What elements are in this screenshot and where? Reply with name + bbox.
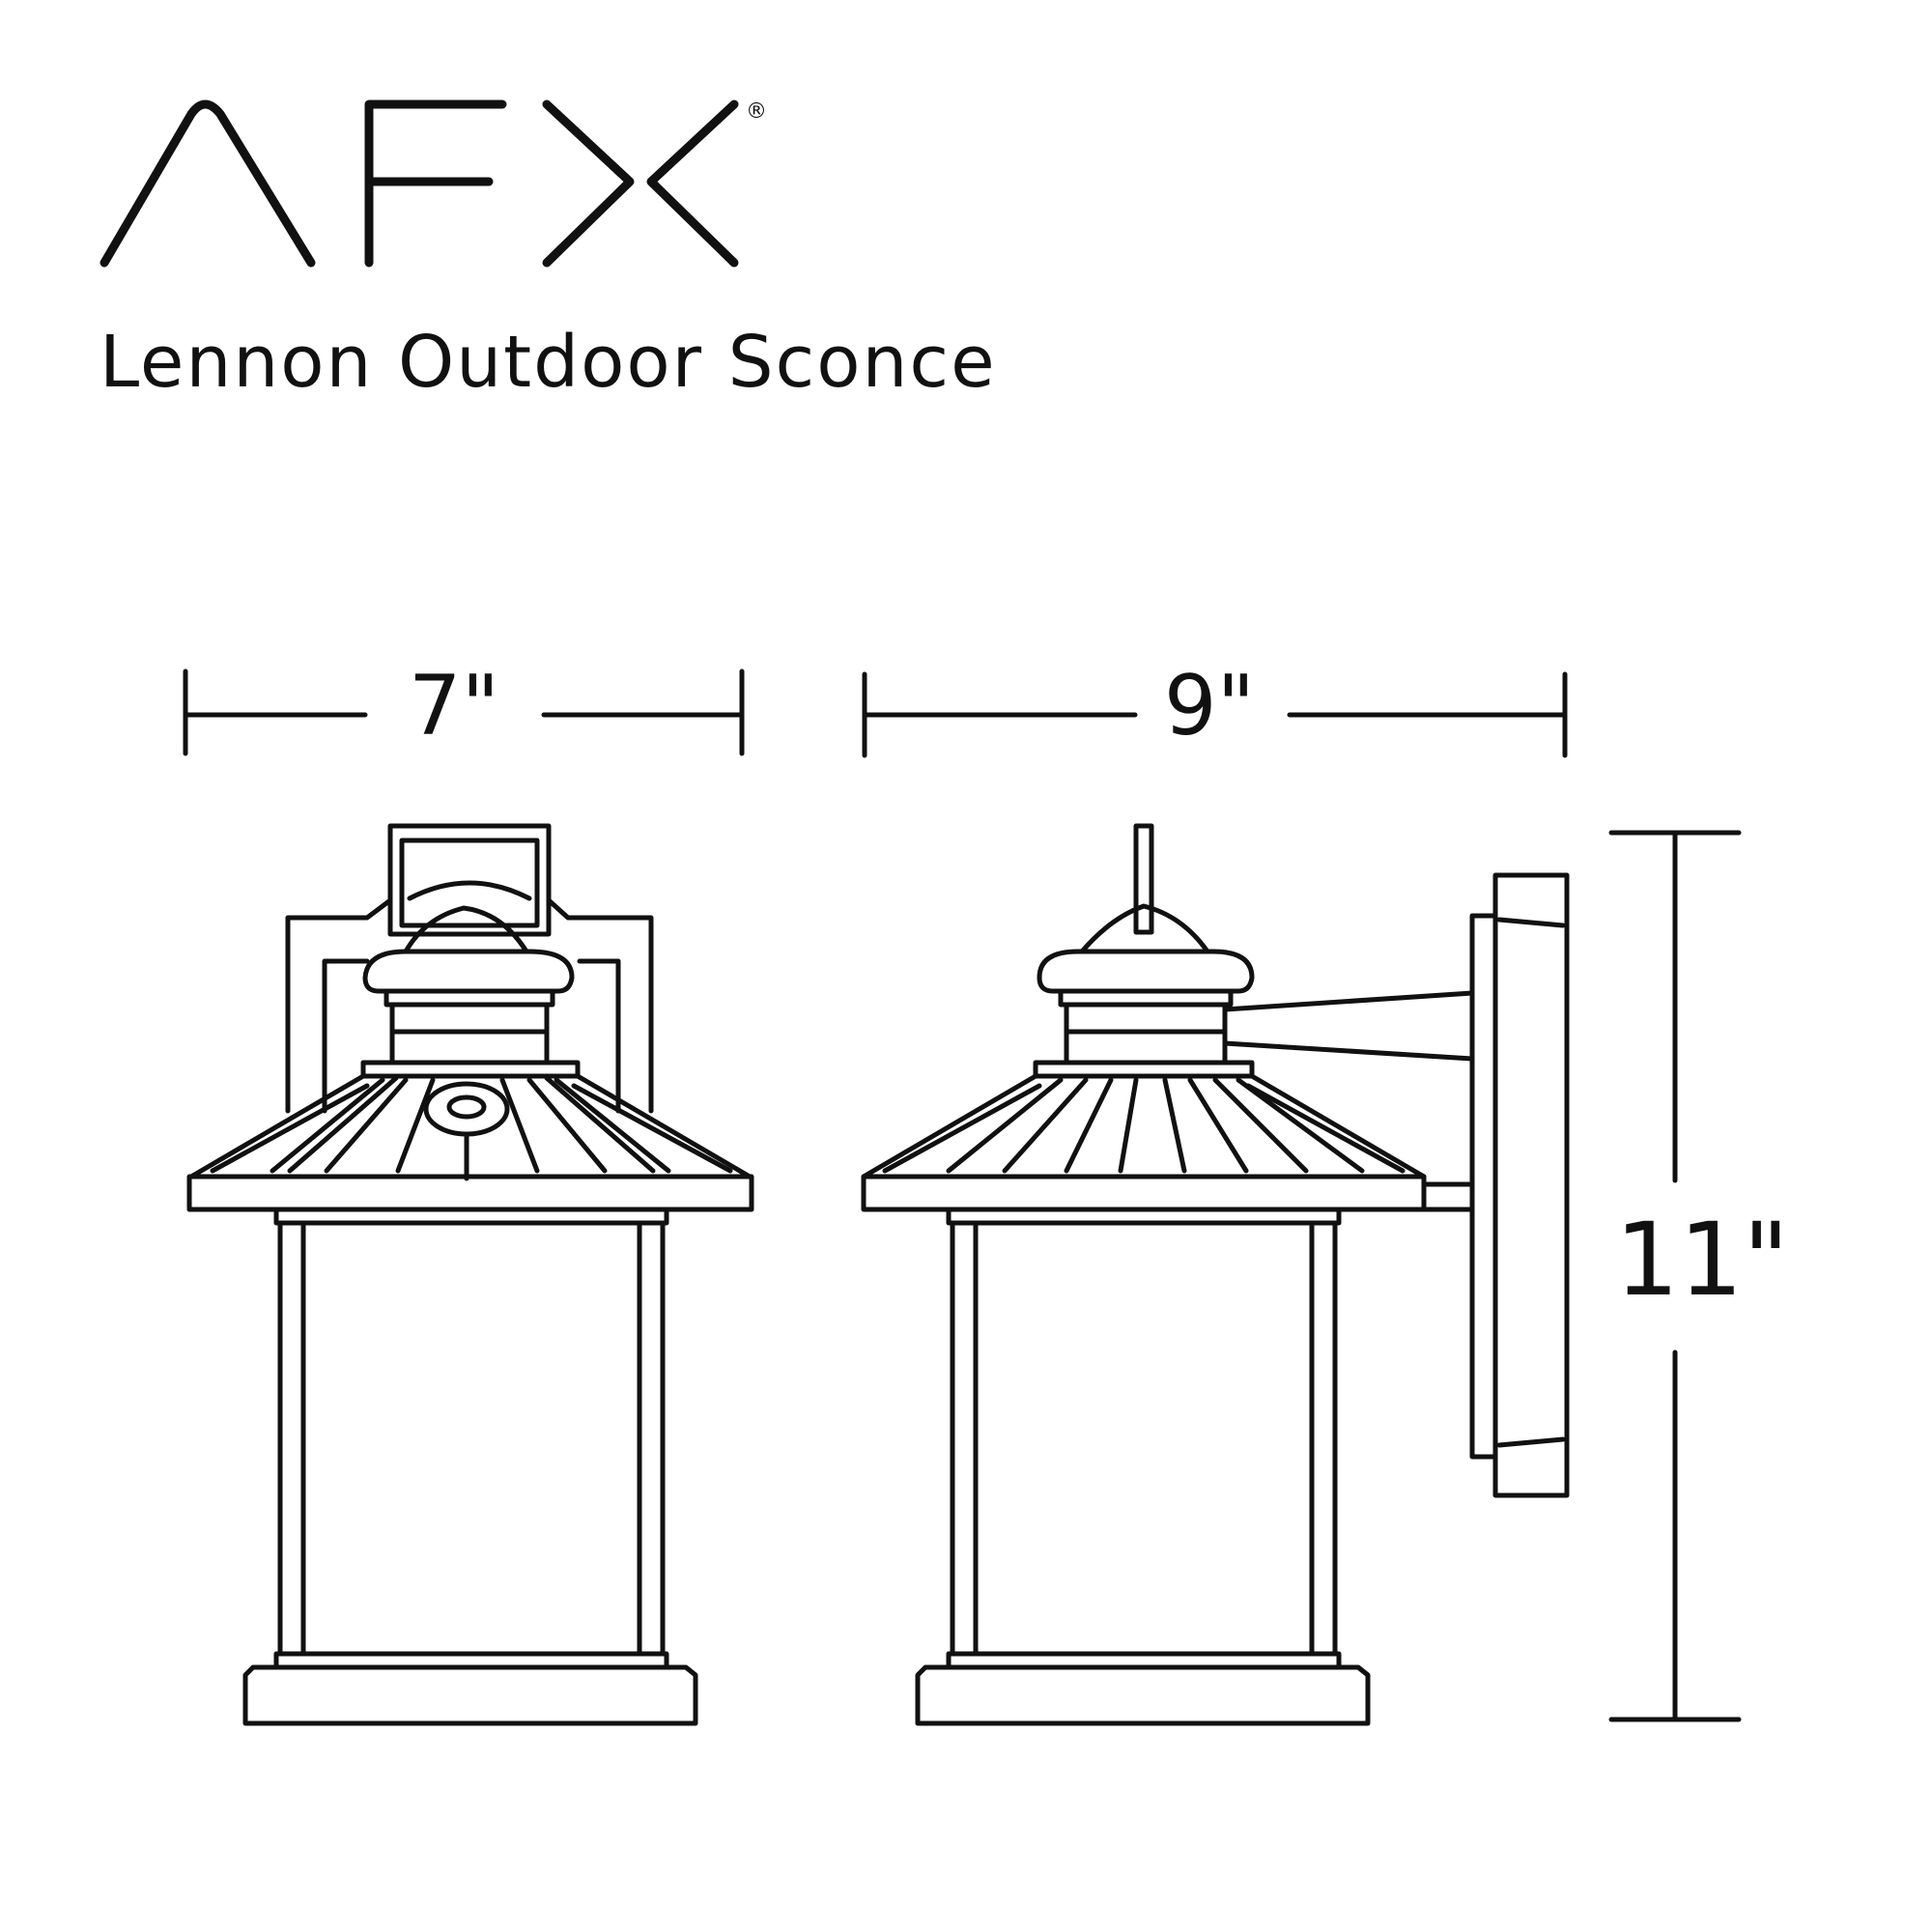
product-title: Lennon Outdoor Sconce xyxy=(99,321,997,404)
height-dimension-label: 11" xyxy=(1615,1201,1789,1319)
side-view xyxy=(861,823,1570,1726)
depth-dimension-label: 9" xyxy=(1164,658,1255,754)
width-dimension-line xyxy=(183,668,745,756)
registered-mark: ® xyxy=(746,99,767,124)
front-view xyxy=(186,823,754,1726)
width-dimension-label: 7" xyxy=(409,658,499,754)
depth-dimension-line xyxy=(862,671,1568,758)
height-dimension-line xyxy=(1608,830,1742,1722)
